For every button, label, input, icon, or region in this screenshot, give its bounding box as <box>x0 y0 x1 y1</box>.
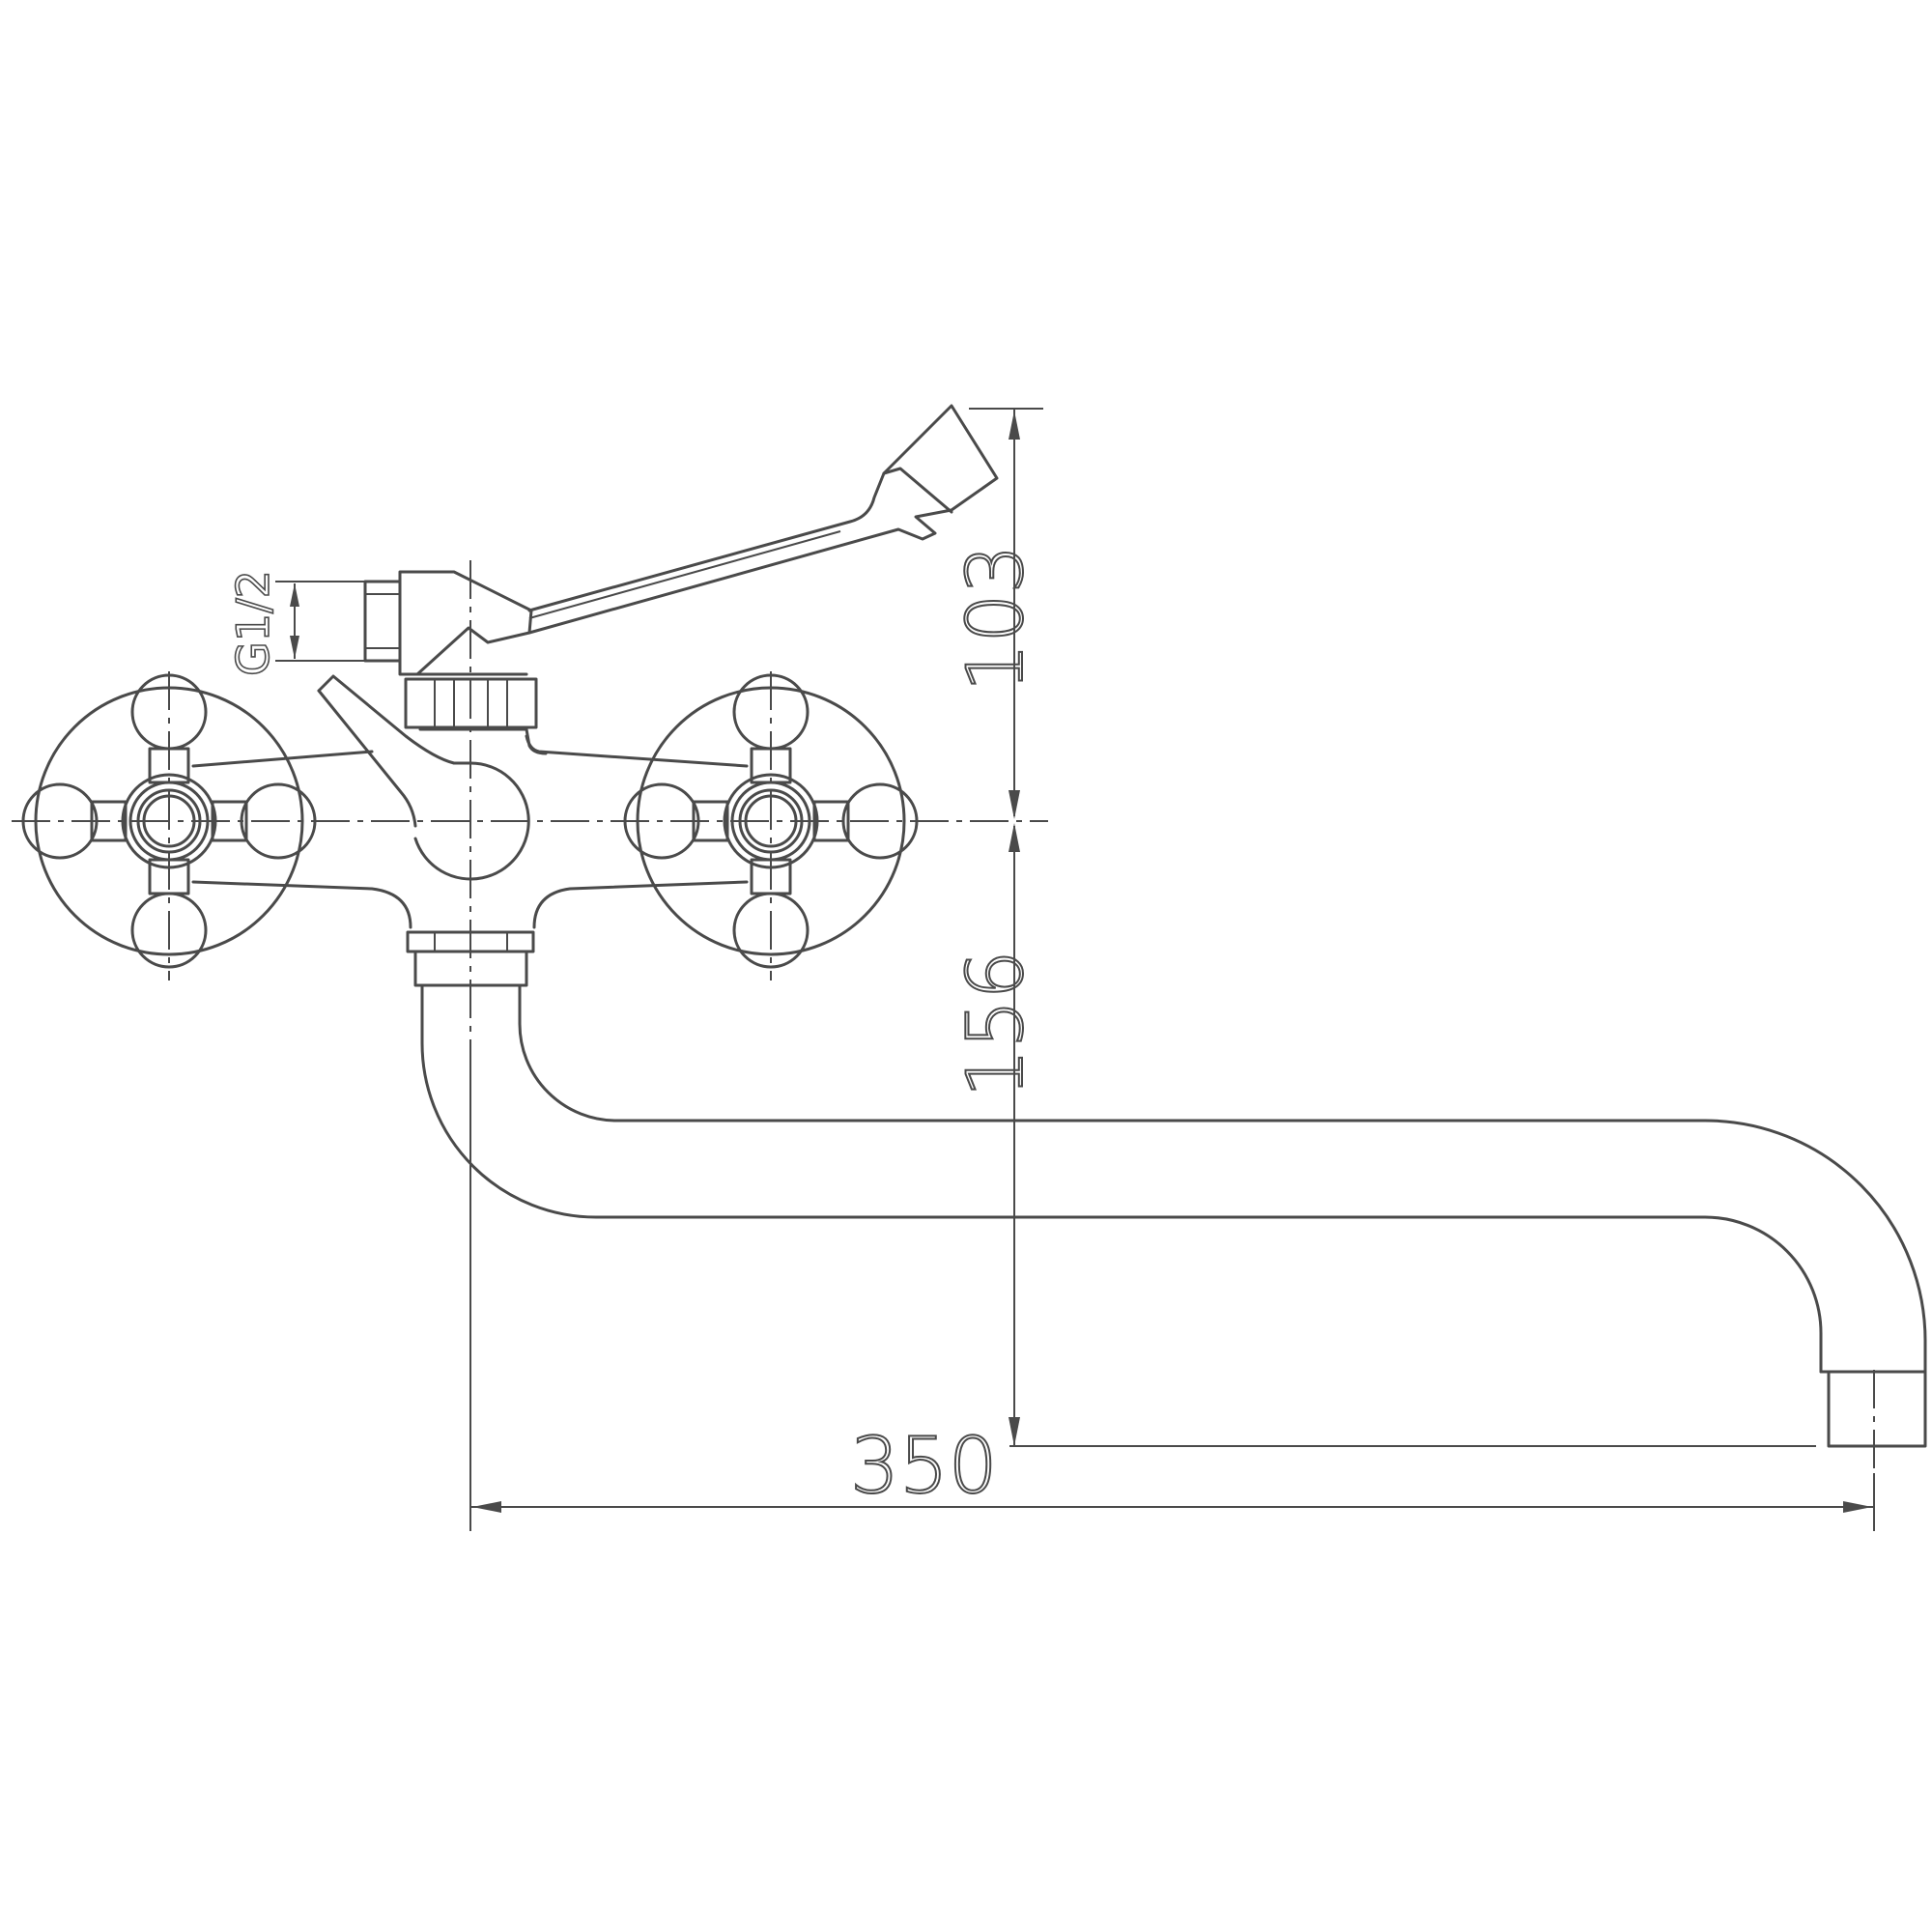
thread-size-label: G1/2 <box>227 570 279 676</box>
right-cross-handle <box>623 673 919 969</box>
spout-tube <box>420 983 1927 1448</box>
dimension-lines <box>275 408 1875 1531</box>
center-lines <box>12 560 1875 1473</box>
valve-assembly <box>363 404 999 755</box>
lower-height-dimension-label: 156 <box>951 951 1040 1098</box>
left-cross-handle <box>21 673 317 969</box>
dimension-texts: 350 103 156 G1/2 <box>226 544 1041 1512</box>
spout-connector <box>406 930 535 987</box>
upper-height-dimension-label: 103 <box>951 545 1040 693</box>
reach-dimension-label: 350 <box>850 1421 998 1511</box>
